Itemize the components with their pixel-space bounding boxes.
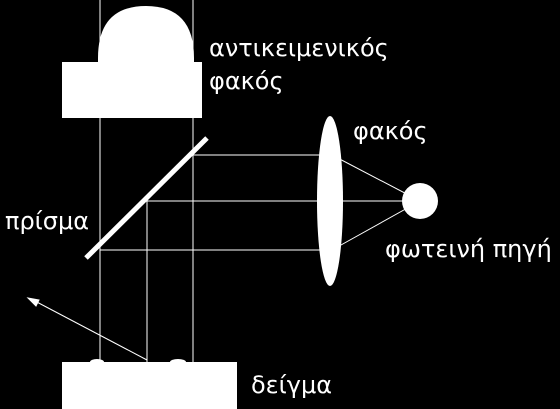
objective-body [62,62,202,118]
condenser-lens [317,116,343,286]
sample-body [62,362,237,409]
objective-lens-label-line2: φακός [209,67,284,95]
prism-label: πρίσμα [5,207,90,235]
light-source-label: φωτεινή πηγή [385,235,552,263]
sample-slide [62,359,237,409]
objective-lens-label-line1: αντικειμενικός [209,34,389,62]
reflected-ray-arrowhead [26,297,40,307]
lens-label: φακός [353,117,428,145]
horizontal-ray-lines [100,154,420,251]
prism-mirror [84,136,209,260]
sample-bump-left [90,359,104,365]
objective-lens [62,6,202,118]
sample-label: δείγμα [251,371,333,399]
objective-dome [98,6,194,66]
reflected-ray-arrow [26,297,148,361]
sample-bump-right [170,359,186,365]
light-source-bulb [402,183,438,219]
reflected-ray-line [32,299,148,361]
